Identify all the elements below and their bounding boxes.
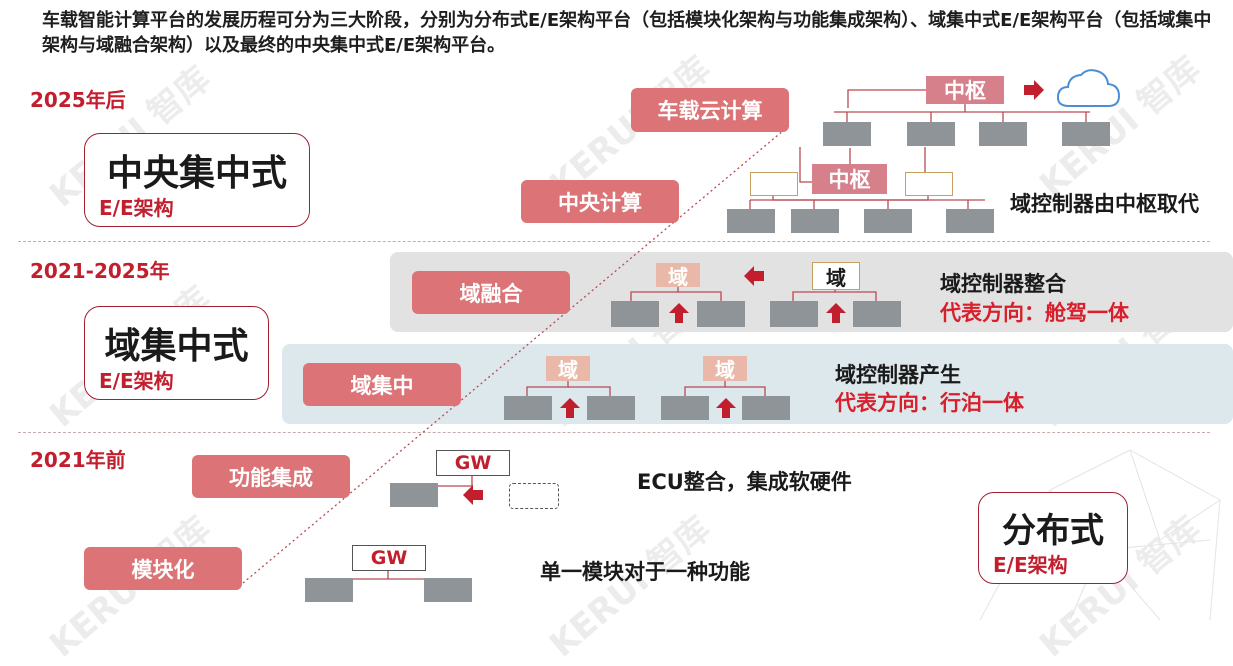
central-architecture-title: 中央集中式 — [106, 153, 287, 194]
ecu-block — [1062, 122, 1110, 146]
era-separator — [18, 241, 1210, 242]
evolution-diagonal — [242, 124, 791, 584]
hub-node-cloud: 中枢 — [926, 76, 1004, 104]
arrow-right-icon — [1024, 80, 1044, 100]
desc-fusion: 域控制器整合 — [940, 272, 1066, 296]
arrow-up-icon — [560, 398, 580, 418]
ecu-block — [853, 301, 901, 327]
ecu-block — [742, 396, 790, 420]
desc-integration: ECU整合，集成软硬件 — [637, 470, 852, 494]
central-architecture-box: 中央集中式 E/E架构 — [84, 133, 310, 227]
ecu-block — [587, 396, 635, 420]
domain-chip: 域 — [703, 356, 747, 382]
desc-domain: 域控制器产生 — [835, 363, 961, 387]
intro-text: 车载智能计算平台的发展历程可分为三大阶段，分别为分布式E/E架构平台（包括模块化… — [42, 10, 1212, 56]
arrow-up-icon — [669, 303, 689, 323]
ecu-block — [823, 122, 871, 146]
era-label-2021-2025: 2021-2025年 — [30, 259, 170, 283]
gateway-box: GW — [436, 450, 510, 476]
ecu-block — [504, 396, 552, 420]
domain-architecture-sub: E/E架构 — [99, 369, 174, 393]
domain-architecture-title: 域集中式 — [104, 326, 249, 367]
arrow-left-icon — [463, 485, 483, 505]
ecu-block — [390, 483, 438, 507]
stage-module: 模块化 — [84, 547, 242, 590]
ecu-block — [727, 209, 775, 233]
ecu-block — [791, 209, 839, 233]
cloud-icon — [1056, 69, 1121, 107]
era-label-2025: 2025年后 — [30, 88, 126, 112]
distributed-architecture-title: 分布式 — [1002, 511, 1104, 551]
ecu-block — [424, 578, 472, 602]
era-label-2021: 2021年前 — [30, 448, 126, 472]
stage-integration: 功能集成 — [192, 455, 350, 498]
ecu-block — [946, 209, 994, 233]
arrow-up-icon — [716, 398, 736, 418]
distributed-architecture-box: 分布式 E/E架构 — [978, 492, 1128, 584]
era-separator — [18, 432, 1210, 433]
stage-fusion: 域融合 — [412, 271, 570, 314]
ecu-block — [305, 578, 353, 602]
central-architecture-sub: E/E架构 — [99, 196, 174, 220]
ecu-block — [864, 209, 912, 233]
empty-domain-slot — [905, 172, 953, 196]
desc-central: 域控制器由中枢取代 — [1010, 192, 1199, 216]
merged-ecu-slot — [509, 483, 559, 509]
domain-chip: 域 — [656, 263, 700, 289]
stage-domain: 域集中 — [303, 363, 461, 406]
domain-chip-merged: 域 — [812, 262, 860, 290]
domain-architecture-box: 域集中式 E/E架构 — [84, 306, 269, 400]
ecu-block — [611, 301, 659, 327]
distributed-architecture-sub: E/E架构 — [993, 553, 1068, 577]
ecu-block — [907, 122, 955, 146]
ecu-block — [770, 301, 818, 327]
gateway-box: GW — [352, 545, 426, 571]
desc-fusion-direction: 代表方向：舱驾一体 — [940, 301, 1129, 325]
stage-cloud: 车载云计算 — [631, 88, 789, 132]
hub-node-central: 中枢 — [812, 164, 887, 194]
ecu-block — [697, 301, 745, 327]
arrow-up-icon — [826, 303, 846, 323]
domain-chip: 域 — [546, 356, 590, 382]
desc-module: 单一模块对于一种功能 — [540, 560, 750, 584]
arrow-left-icon — [744, 266, 764, 286]
ecu-block — [979, 122, 1027, 146]
ecu-block — [661, 396, 709, 420]
desc-domain-direction: 代表方向：行泊一体 — [835, 391, 1024, 415]
empty-domain-slot — [750, 172, 798, 196]
stage-central: 中央计算 — [521, 180, 679, 223]
